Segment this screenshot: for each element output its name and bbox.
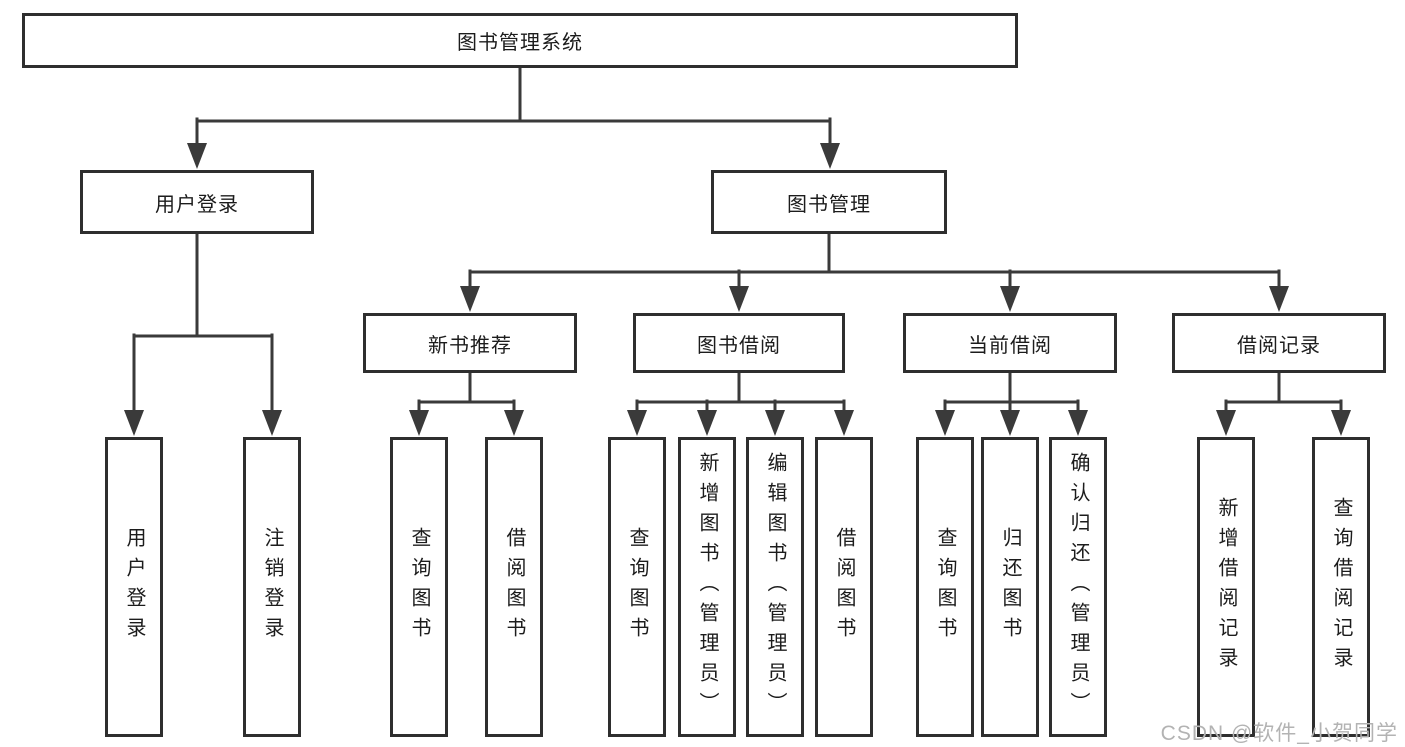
node-new-book-recommend-label: 新书推荐 <box>428 334 512 357</box>
node-book-management: 图书管理 <box>711 170 947 234</box>
node-root-label: 图书管理系统 <box>457 32 583 54</box>
leaf-confirm-return-admin-label: 确认归还（管理员） <box>1067 452 1089 722</box>
node-book-borrow-label: 图书借阅 <box>697 334 781 357</box>
leaf-query-borrow-record-label: 查询借阅记录 <box>1330 497 1352 677</box>
node-user-login-label: 用户登录 <box>155 193 239 216</box>
leaf-query-books-current: 查询图书 <box>916 437 974 737</box>
leaf-user-login: 用户登录 <box>105 437 163 737</box>
leaf-borrow-books-recommend-label: 借阅图书 <box>503 527 525 647</box>
node-current-borrow: 当前借阅 <box>903 313 1117 373</box>
leaf-return-books: 归还图书 <box>981 437 1039 737</box>
node-borrow-record-label: 借阅记录 <box>1237 334 1321 357</box>
leaf-borrow-books-label: 借阅图书 <box>833 527 855 647</box>
leaf-return-books-label: 归还图书 <box>999 527 1021 647</box>
leaf-edit-book-admin-label: 编辑图书（管理员） <box>764 452 786 722</box>
node-current-borrow-label: 当前借阅 <box>968 334 1052 357</box>
leaf-borrow-books-recommend: 借阅图书 <box>485 437 543 737</box>
node-book-management-label: 图书管理 <box>787 193 871 216</box>
leaf-add-borrow-record-label: 新增借阅记录 <box>1215 497 1237 677</box>
leaf-query-borrow-record: 查询借阅记录 <box>1312 437 1370 737</box>
leaf-query-books-recommend: 查询图书 <box>390 437 448 737</box>
leaf-logout-label: 注销登录 <box>261 527 283 647</box>
csdn-watermark: CSDN @软件_小贺同学 <box>1160 722 1398 745</box>
leaf-add-book-admin-label: 新增图书（管理员） <box>696 452 718 722</box>
leaf-query-books-borrow-label: 查询图书 <box>626 527 648 647</box>
leaf-borrow-books: 借阅图书 <box>815 437 873 737</box>
leaf-add-borrow-record: 新增借阅记录 <box>1197 437 1255 737</box>
leaf-edit-book-admin: 编辑图书（管理员） <box>746 437 804 737</box>
node-book-borrow: 图书借阅 <box>633 313 845 373</box>
leaf-logout: 注销登录 <box>243 437 301 737</box>
node-user-login: 用户登录 <box>80 170 314 234</box>
node-new-book-recommend: 新书推荐 <box>363 313 577 373</box>
leaf-query-books-current-label: 查询图书 <box>934 527 956 647</box>
leaf-user-login-label: 用户登录 <box>123 527 145 647</box>
leaf-query-books-recommend-label: 查询图书 <box>408 527 430 647</box>
leaf-query-books-borrow: 查询图书 <box>608 437 666 737</box>
node-root: 图书管理系统 <box>22 13 1018 68</box>
leaf-add-book-admin: 新增图书（管理员） <box>678 437 736 737</box>
node-borrow-record: 借阅记录 <box>1172 313 1386 373</box>
leaf-confirm-return-admin: 确认归还（管理员） <box>1049 437 1107 737</box>
